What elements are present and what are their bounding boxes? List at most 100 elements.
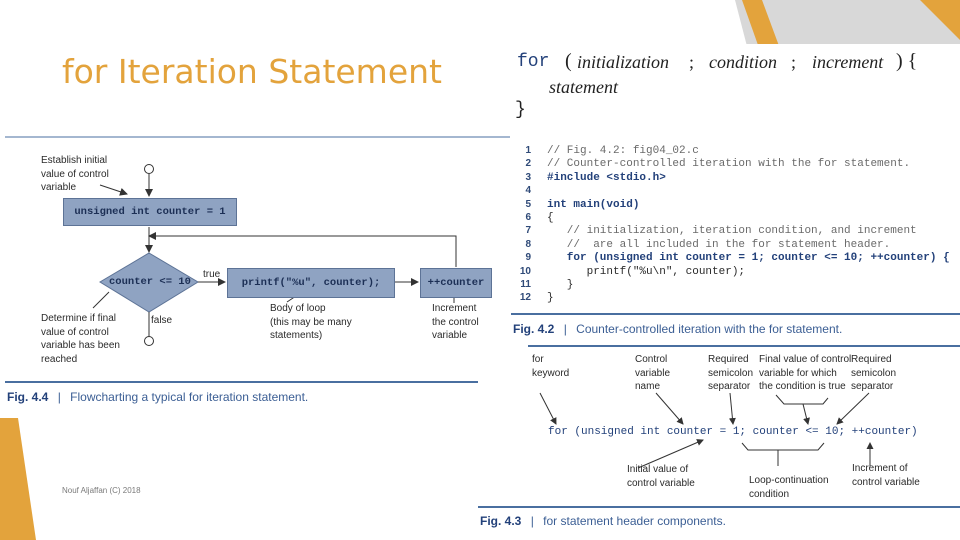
increment-label-line-2: control variable <box>852 476 920 488</box>
establish-note: Establish initial value of control varia… <box>41 154 109 195</box>
flowchart-caption-rule <box>5 381 525 383</box>
printf-box: printf("%u", counter); <box>227 268 395 298</box>
fig42-label: Fig. 4.2 <box>513 322 555 336</box>
line-number-gutter <box>511 139 539 311</box>
syntax-increment: increment <box>812 52 884 72</box>
for-keyword-label: for keyword <box>532 353 569 380</box>
syntax-panel: for ( initialization ; condition ; incre… <box>511 44 960 138</box>
req-sep1-line-3: separator <box>708 381 751 392</box>
code-line-number: 10 <box>519 265 531 277</box>
end-circle <box>144 336 154 346</box>
code-line: int main(void) <box>547 198 640 211</box>
increment-label: Increment of control variable <box>852 462 920 489</box>
code-line-number: 5 <box>525 198 531 210</box>
syntax-close-brace: } <box>515 100 526 120</box>
code-line: // are all included in the for statement… <box>547 238 891 251</box>
code-line-number: 9 <box>525 252 531 264</box>
increment-label-line-1: Increment of <box>852 463 908 474</box>
fig43-caption: Fig. 4.3 | for statement header componen… <box>480 514 726 528</box>
fig42-caption: Fig. 4.2 | Counter-controlled iteration … <box>513 322 842 336</box>
increment-note-line-1: Increment <box>432 303 477 314</box>
code-caption-rule <box>511 313 960 315</box>
for-keyword-label-line-1: for <box>532 354 544 365</box>
syntax-condition: condition <box>709 52 777 72</box>
for-keyword-label-line-2: keyword <box>532 367 570 379</box>
increment-note-line-3: variable <box>432 330 468 341</box>
fig44-label: Fig. 4.4 <box>7 390 49 404</box>
code-line-number: 12 <box>519 292 531 304</box>
required-separator-2-label: Required semicolon separator <box>851 353 896 394</box>
flowchart-connectors <box>92 164 457 346</box>
control-var-label-line-3: name <box>635 381 661 392</box>
body-note-line-2: (this may be many <box>270 316 352 328</box>
determine-line-4: reached <box>41 353 78 365</box>
establish-line-2: value of control <box>41 168 109 180</box>
code-line: #include <stdio.h> <box>547 171 666 184</box>
body-note-line-3: statements) <box>270 330 323 341</box>
footer-credit: Nouf Aljaffan (C) 2018 <box>62 486 141 495</box>
corner-orange-shape <box>920 0 960 40</box>
code-line: // Fig. 4.2: fig04_02.c <box>547 145 699 157</box>
req-sep2-line-2: semicolon <box>851 367 897 379</box>
code-line-number: 4 <box>525 185 531 197</box>
final-value-line-1: Final value of control <box>759 354 852 365</box>
init-box: unsigned int counter = 1 <box>63 198 237 226</box>
code-line: } <box>547 292 554 305</box>
code-line-number: 3 <box>525 171 531 183</box>
code-line-number: 8 <box>525 238 531 250</box>
fig43-label: Fig. 4.3 <box>480 514 522 528</box>
initial-value-line-2: control variable <box>627 477 695 489</box>
fig42-separator: | <box>563 322 567 336</box>
header-components-figure: for keyword Control variable name Requir… <box>478 345 960 540</box>
slide-title: for Iteration Statement <box>62 52 442 91</box>
syntax-semicolon-2: ; <box>791 52 797 72</box>
increment-box: ++counter <box>420 268 492 298</box>
for-header-code: for (unsigned int counter = 1; counter <… <box>548 426 918 438</box>
req-sep2-line-3: separator <box>851 381 894 392</box>
loop-cont-line-2: condition <box>749 488 790 500</box>
req-sep1-line-2: semicolon <box>708 367 754 379</box>
control-var-label: Control variable name <box>635 353 670 394</box>
syntax-close: ) { <box>896 50 918 72</box>
fig42-text: Counter-controlled iteration with the fo… <box>576 322 843 336</box>
fig44-text: Flowcharting a typical for iteration sta… <box>70 390 309 404</box>
loop-continuation-label: Loop-continuation condition <box>749 474 829 501</box>
fig43-caption-rule <box>478 506 960 508</box>
decision-text: counter <= 10 <box>109 276 191 288</box>
code-line: printf("%u\n", counter); <box>547 265 746 278</box>
syntax-semicolon-1: ; <box>689 52 695 72</box>
fig43-separator: | <box>530 514 534 528</box>
start-circle <box>144 164 154 174</box>
flowchart-figure: Establish initial value of control varia… <box>5 140 525 420</box>
code-line-number: 6 <box>525 212 531 223</box>
req-sep2-line-1: Required <box>851 354 892 365</box>
control-var-label-line-2: variable <box>635 367 671 379</box>
syntax-open-paren: ( <box>565 50 572 72</box>
control-var-label-line-1: Control <box>635 354 668 365</box>
required-separator-1-label: Required semicolon separator <box>708 353 753 394</box>
determine-note: Determine if final value of control vari… <box>41 312 120 366</box>
true-label: true <box>203 269 221 280</box>
code-line-number: 7 <box>525 225 531 237</box>
fig43-text: for statement header components. <box>543 514 726 528</box>
initial-value-line-1: Initial value of <box>627 464 689 475</box>
req-sep1-line-1: Required <box>708 354 749 365</box>
establish-line-3: variable <box>41 182 77 193</box>
final-value-line-2: variable for which <box>759 367 837 379</box>
increment-note-line-2: the control <box>432 316 479 328</box>
final-value-label: Final value of control variable for whic… <box>759 353 851 394</box>
fig44-caption: Fig. 4.4 | Flowcharting a typical for it… <box>7 390 308 404</box>
bottom-left-orange-shape <box>0 418 36 540</box>
syntax-for-keyword: for <box>517 52 550 72</box>
false-label: false <box>151 315 173 326</box>
header-components-top-rule <box>528 345 960 347</box>
code-line: // initialization, iteration condition, … <box>547 225 917 238</box>
code-line: { <box>547 212 554 224</box>
code-line: } <box>547 279 574 291</box>
code-line: for (unsigned int counter = 1; counter <… <box>547 252 950 265</box>
determine-line-2: value of control <box>41 326 109 338</box>
final-value-line-3: the condition is true <box>759 381 846 392</box>
establish-line-1: Establish initial <box>41 155 108 166</box>
determine-line-3: variable has been <box>41 340 120 351</box>
